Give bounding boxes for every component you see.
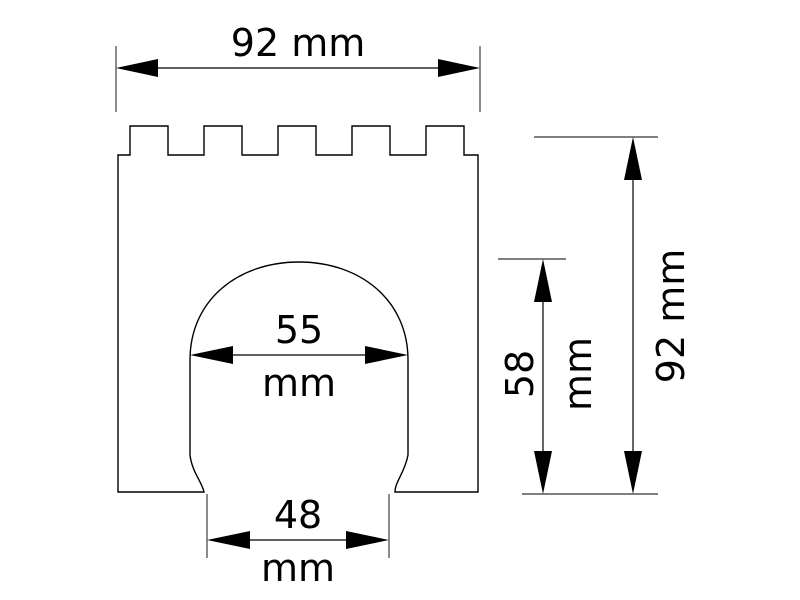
portal-outline <box>117 125 479 493</box>
arrowhead-right <box>365 346 408 364</box>
arrowhead-left <box>190 346 233 364</box>
arch-width-value: 55 <box>275 308 323 352</box>
arrowhead-right <box>346 531 389 549</box>
arrowhead-down <box>624 451 642 494</box>
arch-width-unit: mm <box>262 361 336 405</box>
arrowhead-up <box>624 137 642 180</box>
arrowhead-left <box>116 59 158 77</box>
opening-width-unit: mm <box>261 546 335 590</box>
arch-height-dimension: 58 mm <box>498 258 600 494</box>
arch-width-dimension: 55 mm <box>190 308 408 405</box>
arrowhead-up <box>534 259 552 302</box>
arrowhead-right <box>438 59 480 77</box>
arch-height-value: 58 <box>498 350 542 398</box>
top-width-dimension: 92 mm <box>115 21 481 112</box>
right-height-dimension: 92 mm <box>522 136 693 495</box>
arrowhead-left <box>207 531 250 549</box>
arrowhead-down <box>534 451 552 494</box>
arch-height-unit: mm <box>556 337 600 411</box>
opening-width-dimension: 48 mm <box>206 493 390 590</box>
right-height-label: 92 mm <box>649 249 693 383</box>
opening-width-value: 48 <box>274 493 322 537</box>
top-width-label: 92 mm <box>231 21 365 65</box>
